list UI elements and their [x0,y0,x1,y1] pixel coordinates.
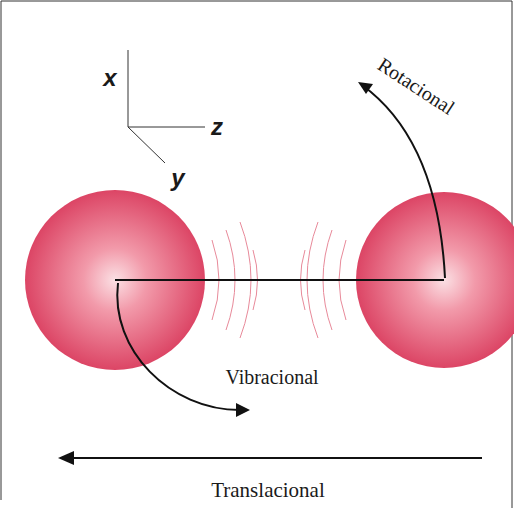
motion-label: Translacional [211,480,325,501]
rotation-arrow [117,283,240,410]
axis-label: x [103,66,116,90]
motion-label: Vibracional [225,367,318,387]
bond-line [115,279,444,281]
arrow-heads [58,82,373,465]
arrow-head [58,451,74,465]
motion-arrows [70,85,482,458]
y-axis [128,127,165,163]
arrow-head [236,403,250,417]
translation-arrow [70,457,482,459]
x-axis [128,50,129,127]
axis-label: y [171,166,184,190]
axes [128,50,205,163]
axis-label: z [211,115,223,139]
z-axis [128,127,205,128]
arrow-head [358,82,373,94]
rotation-arrow [362,85,445,278]
